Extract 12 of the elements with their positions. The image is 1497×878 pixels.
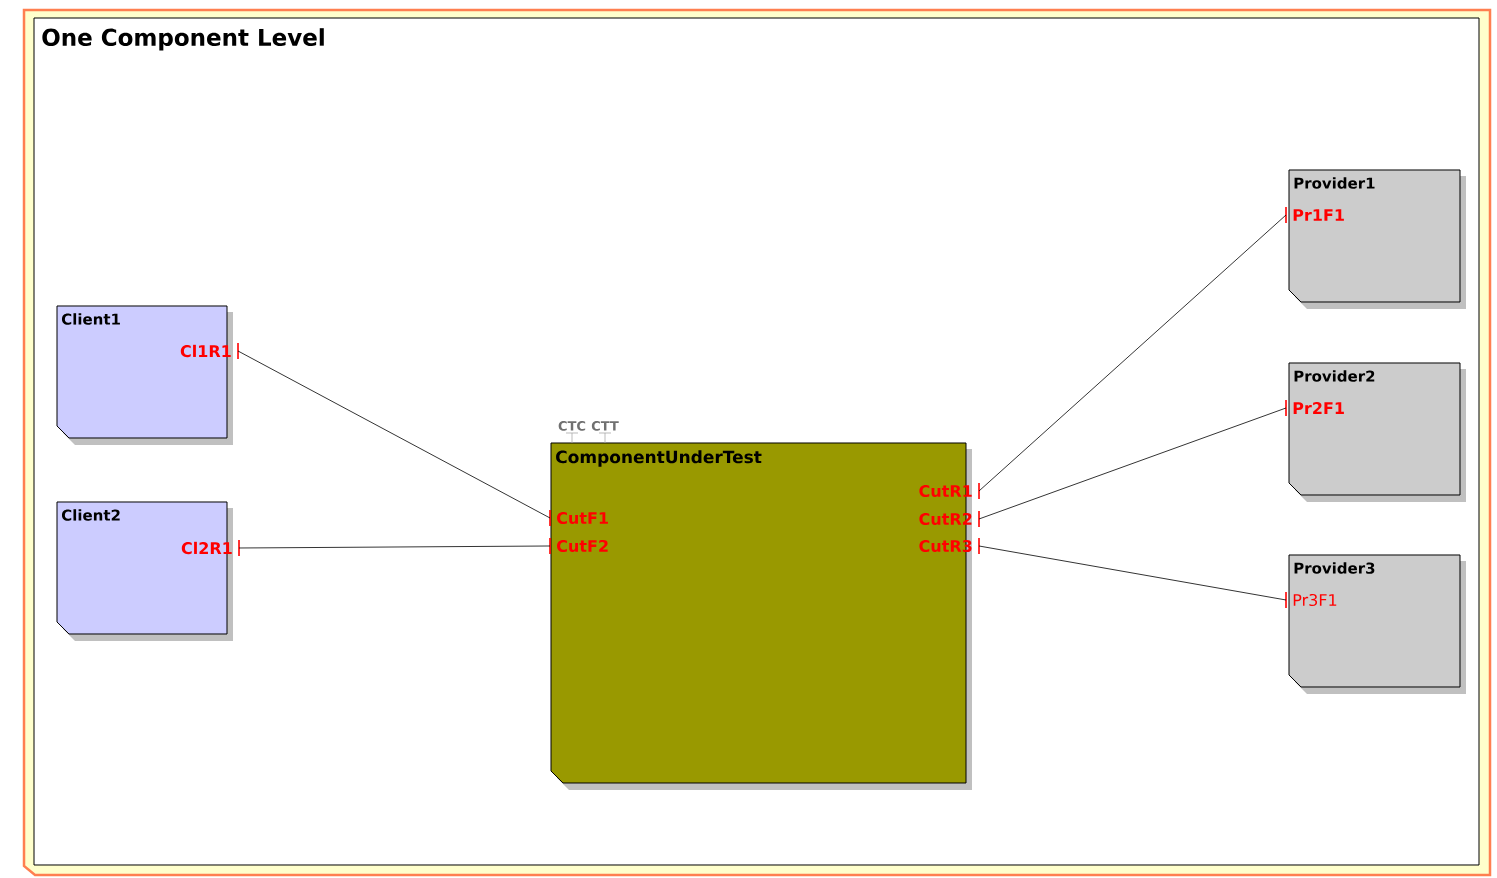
connector <box>237 350 551 519</box>
port-label: Pr1F1 <box>1293 209 1344 221</box>
connector <box>978 545 1287 601</box>
port-label: CutF1 <box>557 511 608 525</box>
port-label: CTT <box>591 420 619 444</box>
port-label: Pr2F1 <box>1293 402 1344 414</box>
port-label: CutF2 <box>557 539 608 553</box>
connector <box>978 407 1287 520</box>
port-label: Pr3F1 <box>1293 593 1337 607</box>
connector <box>238 545 551 549</box>
connector <box>978 214 1287 492</box>
port-label: CTC <box>558 420 586 444</box>
